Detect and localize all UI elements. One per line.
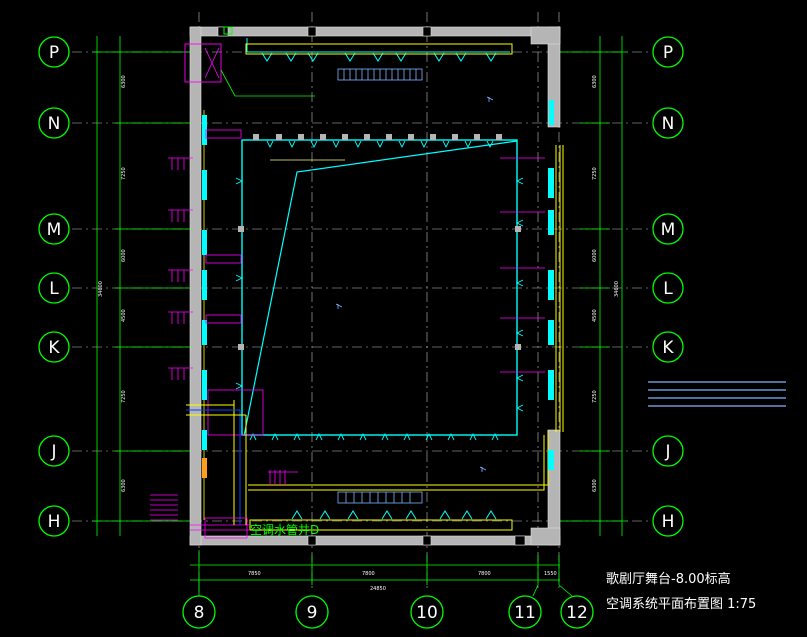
bottom-corridor-duct-inner: [248, 435, 545, 491]
legend-lines: [648, 381, 786, 407]
bottom-corridor-duct: [248, 430, 549, 486]
tag-marks: [335, 96, 494, 472]
dimension-text-left: 6300 7250 6000 4500 7250 6300 34600: [98, 75, 127, 492]
dim-left-1: 6300: [121, 75, 127, 88]
dim-right-2: 7250: [592, 167, 598, 180]
axis-right-L: L: [663, 279, 673, 299]
dim-left-6: 6300: [121, 479, 127, 492]
dim-bottom-1: 7850: [248, 571, 261, 577]
dim-bottom-2: 7800: [362, 571, 375, 577]
dim-bottom-total: 24850: [370, 586, 386, 592]
dim-left-2: 7250: [121, 167, 127, 180]
dim-left-5: 7250: [121, 390, 127, 403]
stage-diffusers: [235, 140, 524, 441]
axis-bottom-10: 10: [416, 603, 438, 623]
top-grille: [337, 68, 423, 81]
axis-right-M: M: [661, 220, 676, 240]
stage-outline: [241, 139, 518, 436]
axis-left-N: N: [48, 114, 61, 134]
axis-bubbles-right: [652, 36, 684, 537]
axis-right-K: K: [662, 338, 674, 358]
axis-bubbles-bottom: [182, 595, 594, 629]
hall-label: 空调水管井D: [250, 522, 319, 537]
axis-bottom-12: 12: [566, 603, 588, 623]
axis-left-J: J: [50, 442, 56, 462]
leader-top-left: [220, 69, 315, 97]
axis-bottom-8: 8: [194, 603, 205, 623]
dim-bottom-3: 7800: [478, 571, 491, 577]
dim-left-3: 6000: [121, 249, 127, 262]
axis-right-P: P: [663, 43, 673, 63]
axis-left-H: H: [48, 512, 61, 532]
axis-labels-bottom: 8 9 10 11 12: [194, 603, 588, 623]
dim-right-3: 6000: [592, 249, 598, 262]
axis-right-H: H: [662, 512, 675, 532]
top-duct-yellow: [245, 43, 513, 55]
axis-right-J: J: [664, 442, 670, 462]
dimension-text-bottom: 7850 7800 7800 1550 24850: [248, 571, 557, 592]
dim-right-1: 6300: [592, 75, 598, 88]
axis-bubbles-left: [38, 36, 70, 537]
bubble-leaders: [198, 580, 573, 597]
axis-bottom-11: 11: [514, 603, 536, 623]
stage-columns: [238, 134, 521, 350]
axis-bottom-9: 9: [307, 603, 318, 623]
dim-left-total: 34600: [98, 281, 104, 297]
dimension-lines: [92, 36, 628, 592]
axis-labels-right: P N M L K J H: [661, 43, 676, 532]
axis-left-L: L: [49, 279, 59, 299]
bottom-duct-run: [252, 510, 510, 521]
drawing-title-line1: 歌剧厅舞台-8.00标高: [606, 572, 731, 587]
dimension-text-right: 6300 7250 6000 4500 7250 6300 34600: [592, 75, 620, 492]
top-duct-run: [246, 38, 510, 62]
right-wall-units: [500, 100, 564, 470]
supply-duct-diagonal: [243, 140, 518, 437]
dim-right-5: 7250: [592, 390, 598, 403]
left-wall-units: [202, 110, 264, 520]
building-walls: [189, 26, 561, 546]
dim-right-total: 34600: [614, 281, 620, 297]
bottom-grille: [337, 491, 423, 504]
axis-right-N: N: [662, 114, 675, 134]
hall-label-box: [204, 517, 248, 539]
valve-top-left: [223, 26, 233, 35]
left-outside-pipes: [150, 157, 298, 531]
axis-left-P: P: [49, 43, 59, 63]
riser-pipes: [186, 400, 247, 525]
axis-left-K: K: [48, 338, 60, 358]
dim-left-4: 4500: [121, 309, 127, 322]
wall-openings: [217, 26, 526, 546]
drawing-title-line2: 空调系统平面布置图 1:75: [606, 597, 757, 612]
axis-labels-left: P N M L K J H: [47, 43, 62, 532]
dim-bottom-4: 1550: [544, 571, 557, 577]
shaft-box-cross: [204, 47, 220, 79]
shaft-box-top-left: [184, 43, 222, 83]
axis-left-M: M: [47, 220, 62, 240]
dim-right-4: 4500: [592, 309, 598, 322]
dim-right-6: 6300: [592, 479, 598, 492]
